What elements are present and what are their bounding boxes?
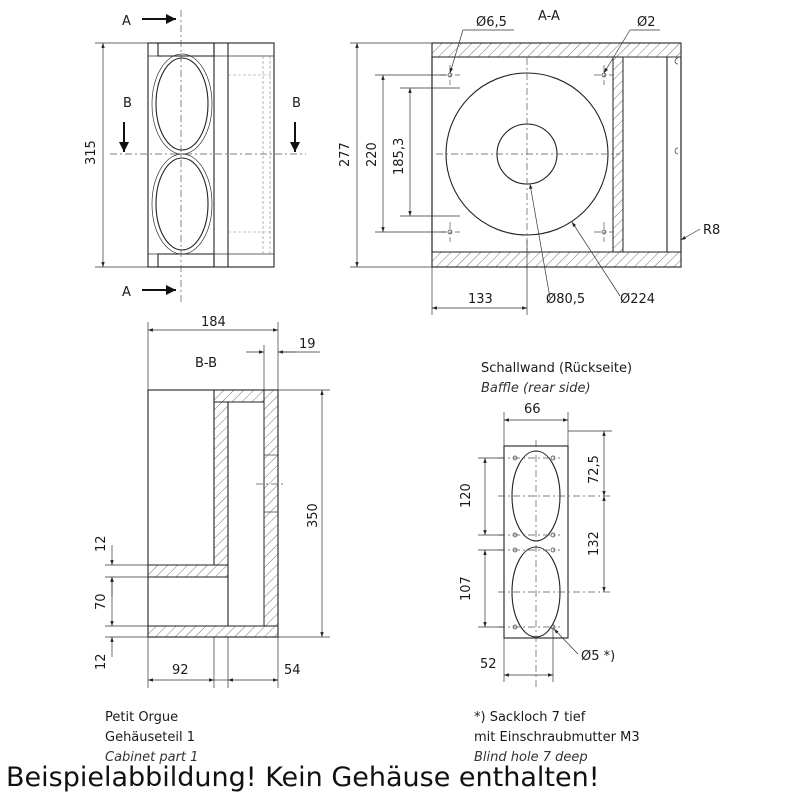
dim-aa-133: 133 <box>468 292 493 307</box>
baffle-view <box>478 412 612 690</box>
dim-bb-350: 350 <box>306 503 321 528</box>
dim-aa-d65: Ø6,5 <box>476 15 507 30</box>
banner-text: Beispielabbildung! Kein Gehäuse enthalte… <box>6 762 600 793</box>
section-aa-title: A-A <box>538 9 560 24</box>
cut-label-b-left: B <box>123 96 132 111</box>
cut-label-a-bottom: A <box>122 285 131 300</box>
dim-baffle-120: 120 <box>459 483 474 508</box>
section-aa-view <box>350 29 701 315</box>
cut-label-b-right: B <box>292 96 301 111</box>
dim-aa-height: 277 <box>338 142 353 167</box>
dim-baffle-725: 72,5 <box>587 455 602 484</box>
title-line-3: Cabinet part 1 <box>105 750 198 765</box>
dim-bb-12-bottom: 12 <box>94 653 109 670</box>
section-bb-view <box>105 322 330 688</box>
footnote-line-1: *) Sackloch 7 tief <box>474 710 586 725</box>
dim-bb-70: 70 <box>94 593 109 610</box>
dim-bb-19: 19 <box>299 337 316 352</box>
title-line-2: Gehäuseteil 1 <box>105 730 195 745</box>
dim-aa-d2: Ø2 <box>637 15 656 30</box>
dim-baffle-52: 52 <box>480 657 497 672</box>
dim-bb-92: 92 <box>172 663 189 678</box>
dim-aa-220: 220 <box>365 142 380 167</box>
title-line-1: Petit Orgue <box>105 710 178 725</box>
dim-baffle-66: 66 <box>524 402 541 417</box>
dim-aa-r8: R8 <box>703 223 720 238</box>
dim-bb-54: 54 <box>284 663 301 678</box>
dim-baffle-132: 132 <box>587 531 602 556</box>
dim-front-height: 315 <box>84 140 99 165</box>
dim-aa-d224: Ø224 <box>620 292 655 307</box>
section-bb-title: B-B <box>195 356 217 371</box>
footnote-line-3: Blind hole 7 deep <box>474 750 588 765</box>
dim-baffle-d5: Ø5 *) <box>581 649 615 664</box>
dim-baffle-107: 107 <box>459 576 474 601</box>
baffle-title-en: Baffle (rear side) <box>481 381 591 396</box>
dim-bb-12-top: 12 <box>94 535 109 552</box>
dim-bb-184: 184 <box>201 315 226 330</box>
footnote-line-2: mit Einschraubmutter M3 <box>474 730 640 745</box>
dim-aa-185: 185,3 <box>392 138 407 175</box>
dim-aa-d805: Ø80,5 <box>546 292 585 307</box>
cut-label-a-top: A <box>122 14 131 29</box>
front-view <box>95 10 306 305</box>
baffle-title-de: Schallwand (Rückseite) <box>481 361 632 376</box>
